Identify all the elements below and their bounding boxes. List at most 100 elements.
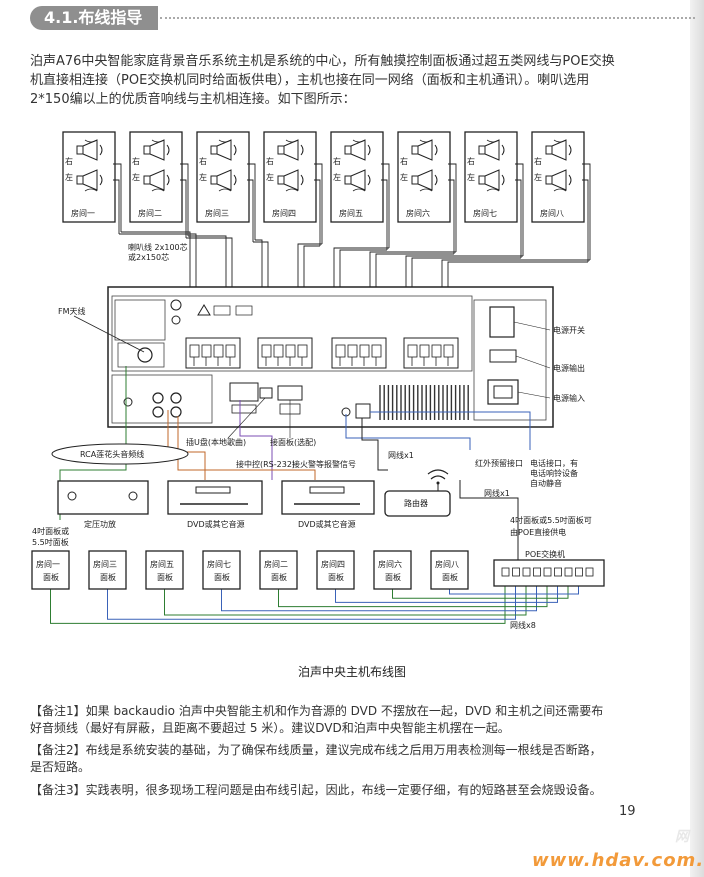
speaker-left-label: 左 [467,172,475,182]
speaker-icon [478,169,505,191]
speaker-terminal-block [185,337,241,369]
rca-note-oval [51,443,189,465]
panel-network-runs [50,586,579,624]
panel-label-type: 面板 [328,572,344,582]
phone-note-3: 自动静音 [530,478,562,488]
room-label: 房间七 [473,208,497,218]
power-switch [489,306,515,338]
amplifier-label: 定压功放 [84,519,116,529]
panel-label-room: 房间五 [150,559,174,569]
section-title: 4.1.布线指导 [44,8,143,27]
speaker-right-label: 右 [333,156,341,166]
speaker-left-label: 左 [65,172,73,182]
speaker-terminal-blocks [185,337,459,369]
fm-antenna-label: FM天线 [58,306,86,316]
poe-switch [493,559,605,587]
speaker-terminal-block [403,337,459,369]
dvd-source-2 [281,480,375,515]
host-label-plate [114,299,166,341]
speaker-right-label: 右 [199,156,207,166]
speaker-right-label: 右 [65,156,73,166]
power-output-socket [489,349,517,363]
speaker-icon [545,139,572,161]
router-label: 路由器 [404,498,428,508]
panel-label-room: 房间六 [378,559,402,569]
speaker-icon [411,169,438,191]
phone-note-1: 电话接口，有 [530,458,578,468]
rca-block [111,374,213,424]
diagram-caption: 泊声中央主机布线图 [297,665,406,679]
room-label: 房间八 [540,208,564,218]
rca-note: RCA莲花头音频线 [80,449,144,459]
speaker-terminal-block [257,337,313,369]
speaker-icon [277,169,304,191]
note-2: 【备注2】布线是系统安装的基础，为了确保布线质量，建议完成布线之后用万用表检测每… [30,743,602,774]
panel-label-room: 房间一 [36,559,60,569]
ir-note: 红外预留接口 [475,458,523,468]
room-label: 房间一 [71,208,95,218]
vent-grille [379,385,469,420]
speaker-right-label: 右 [132,156,140,166]
speaker-right-label: 右 [266,156,274,166]
panel-label-room: 房间二 [264,559,288,569]
watermark-fragment: 网 [675,829,689,845]
room-label: 房间五 [339,208,363,218]
room-label: 房间三 [205,208,229,218]
panel-label-type: 面板 [157,572,173,582]
speaker-icon [545,169,572,191]
page-edge [690,0,704,877]
power-switch-label: 电源开关 [553,325,585,335]
speaker-left-label: 左 [199,172,207,182]
panel-port [277,385,303,401]
poe-note-2: 由POE直接供电 [510,527,566,537]
power-output-label: 电源输出 [553,363,585,373]
network-x8-label: 网线x8 [510,620,536,630]
speaker-right-label: 右 [400,156,408,166]
panel-label-type: 面板 [442,572,458,582]
room-label: 房间二 [138,208,162,218]
watermark: www.hdav.com.cn [532,850,704,871]
speaker-icon [76,169,103,191]
usb-port [259,387,273,399]
amplifier [57,480,149,515]
power-input-label: 电源输入 [553,393,585,403]
speaker-icon [344,169,371,191]
panel-label-room: 房间四 [321,559,345,569]
dvd-1-label: DVD或其它音源 [187,519,245,529]
panel-label-type: 面板 [100,572,116,582]
speaker-left-label: 左 [132,172,140,182]
panel-size-note-1: 4吋面板或 [32,526,69,536]
rs232-note: 接中控(RS-232) [236,459,295,469]
speaker-icon [143,169,170,191]
panel-label-type: 面板 [43,572,59,582]
rs232-port [229,382,259,402]
speaker-right-label: 右 [467,156,475,166]
ethernet-port [355,403,371,419]
phone-note-2: 电话响铃设备 [530,468,578,478]
note-3: 【备注3】实践表明，很多现场工程问题是由布线引起，因此，布线一定要仔细，有的短路… [30,783,602,797]
panel-note: 接面板(选配) [270,437,316,447]
panel-label-type: 面板 [214,572,230,582]
network-x1-label: 网线x1 [484,488,510,498]
panel-label-type: 面板 [271,572,287,582]
router [384,469,451,517]
panel-size-note-2: 5.5吋面板 [32,537,69,547]
wire-note-1: 喇叭线 2x100芯 [128,242,188,252]
panel-label-room: 房间八 [435,559,459,569]
fm-antenna-jack [137,347,153,363]
panel-label-room: 房间七 [207,559,231,569]
